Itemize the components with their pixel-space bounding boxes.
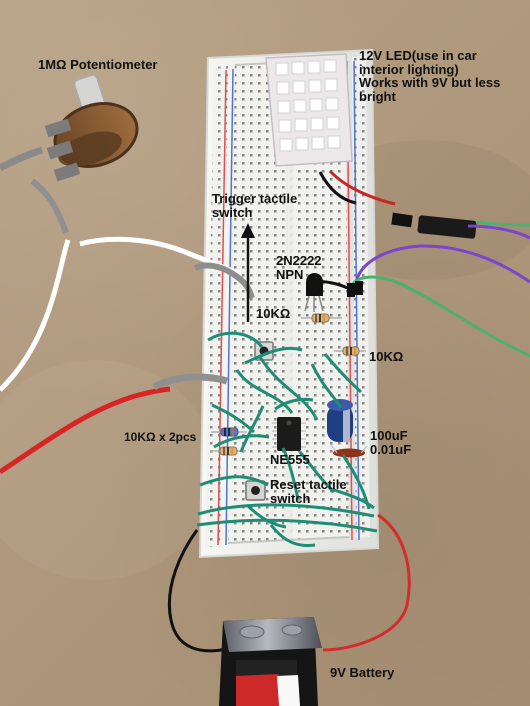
resistor-left-upper xyxy=(211,427,247,437)
ic-label: NE555 xyxy=(270,452,310,467)
transistor-label-line-2: NPN xyxy=(276,266,304,282)
resistor-right xyxy=(334,346,366,356)
battery xyxy=(219,617,322,706)
trigger-switch-label: Trigger tactile switch xyxy=(212,192,297,219)
clip-lead xyxy=(30,178,69,234)
green-wire xyxy=(475,220,530,227)
ceramic-capacitor xyxy=(330,444,368,458)
led-label-line-4: bright xyxy=(359,88,396,104)
potentiometer xyxy=(44,73,139,182)
led-label: 12V LED(use in car interior lighting) Wo… xyxy=(359,49,500,104)
resistor-left-label: 10KΩ x 2pcs xyxy=(124,430,197,444)
reset-switch-label-line-2: switch xyxy=(270,490,311,506)
purple-wire xyxy=(353,244,530,288)
potentiometer-label: 1MΩ Potentiometer xyxy=(38,57,158,72)
transistor-label-line-1: 2N2222 xyxy=(276,253,322,268)
reset-switch-label: Reset tactile switch xyxy=(270,478,347,505)
red-wire xyxy=(0,386,171,475)
white-wire xyxy=(0,239,71,392)
jumper-housing xyxy=(391,212,413,228)
green-wire xyxy=(347,275,530,358)
jumper-pin xyxy=(347,283,355,297)
trigger-arrow-head xyxy=(241,223,255,238)
trigger-switch-label-line-2: switch xyxy=(212,204,253,220)
resistor-left-lower xyxy=(210,446,246,456)
breadboard-jumpers xyxy=(196,331,378,547)
led-lead-black xyxy=(318,171,357,205)
capacitor-label-line-1: 100uF xyxy=(370,428,408,443)
trigger-switch-label-line-1: Trigger tactile xyxy=(212,191,298,206)
battery-label: 9V Battery xyxy=(330,665,395,680)
led-lead-red xyxy=(328,169,396,206)
reset-switch-label-line-1: Reset tactile xyxy=(270,477,347,492)
background-shadow xyxy=(0,360,215,580)
led-panel xyxy=(265,53,353,167)
jumper-pin xyxy=(355,281,363,295)
capacitors-label: 100uF 0.01uF xyxy=(370,429,411,456)
transistor-label: 2N2222 NPN xyxy=(276,254,322,281)
capacitor-label-line-2: 0.01uF xyxy=(370,441,412,457)
purple-wire xyxy=(467,224,530,240)
resistor-top xyxy=(301,313,342,323)
jumper-housing xyxy=(417,215,477,239)
alligator-clip xyxy=(152,373,228,391)
reset-button-cap xyxy=(251,486,260,495)
transistor xyxy=(306,273,323,296)
ne555-chip xyxy=(277,417,301,451)
led-label-line-2: interior lighting) xyxy=(359,61,459,77)
led-label-line-3: Works with 9V but less xyxy=(359,75,501,91)
clip-lead xyxy=(0,146,44,172)
battery-negative-wire xyxy=(167,529,228,653)
battery-positive-wire xyxy=(322,513,411,652)
resistor-right-label: 10KΩ xyxy=(369,349,404,364)
resistor-top-label: 10KΩ xyxy=(256,306,291,321)
led-label-line-1: 12V LED(use in car xyxy=(359,48,477,63)
